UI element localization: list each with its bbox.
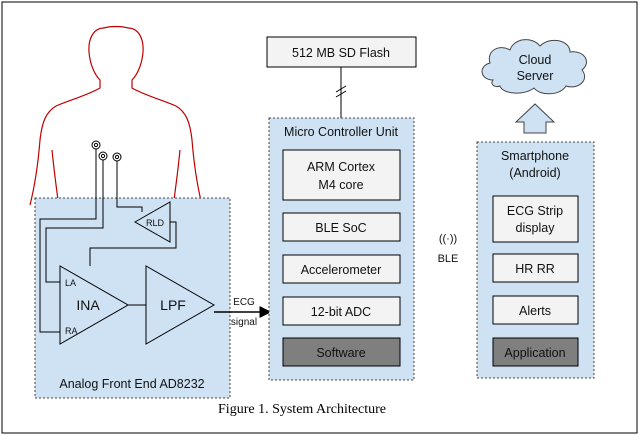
cloud-line2: Server <box>517 69 554 83</box>
bus-mark <box>335 85 347 93</box>
ecg-strip-block <box>492 195 579 243</box>
smartphone-title-line2: (Android) <box>509 166 560 180</box>
ble-soc-label: BLE SoC <box>315 221 366 235</box>
hr-rr-block <box>492 253 579 283</box>
bus-mark <box>335 90 347 98</box>
wireless-icon: ((·)) <box>439 233 457 245</box>
cloud-line1: Cloud <box>519 53 552 67</box>
la-label: LA <box>65 278 76 288</box>
alerts-block <box>492 295 579 325</box>
arm-cortex-line1: ARM Cortex <box>307 160 376 174</box>
signal-label: signal <box>231 317 257 328</box>
ble-label: BLE <box>438 253 459 265</box>
ecg-label: ECG <box>233 297 255 308</box>
cloud-server-icon <box>481 39 587 95</box>
lpf-label: LPF <box>160 297 186 313</box>
ina-amplifier <box>59 265 130 345</box>
application-block <box>492 337 579 367</box>
lpf-filter <box>145 265 216 345</box>
application-label: Application <box>504 346 565 360</box>
ina-label: INA <box>76 297 100 313</box>
ecg-strip-line2: display <box>516 221 556 235</box>
mcu-title: Micro Controller Unit <box>284 125 398 139</box>
human-body-icon <box>29 25 203 206</box>
software-block <box>282 337 401 367</box>
sd-flash-block <box>266 36 417 68</box>
afe-title: Analog Front End AD8232 <box>59 377 204 391</box>
hr-rr-label: HR RR <box>515 262 555 276</box>
rld-label: RLD <box>146 218 165 228</box>
rld-wire <box>89 221 177 266</box>
ecg-strip-line1: ECG Strip <box>507 204 563 218</box>
ra-label: RA <box>65 326 78 336</box>
alerts-label: Alerts <box>519 304 551 318</box>
software-label: Software <box>316 346 365 360</box>
figure-caption: Figure 1. System Architecture <box>218 402 386 417</box>
accelerometer-label: Accelerometer <box>301 263 382 277</box>
arm-cortex-line2: M4 core <box>318 178 363 192</box>
arm-cortex-block <box>282 149 401 201</box>
adc-label: 12-bit ADC <box>311 305 371 319</box>
adc-block <box>282 296 401 326</box>
upload-arrow-icon <box>514 103 556 134</box>
sd-flash-label: 512 MB SD Flash <box>292 46 390 60</box>
smartphone-title-line1: Smartphone <box>501 149 569 163</box>
accelerometer-block <box>282 254 401 284</box>
electrode-wires <box>39 149 143 333</box>
ble-soc-block <box>282 212 401 242</box>
